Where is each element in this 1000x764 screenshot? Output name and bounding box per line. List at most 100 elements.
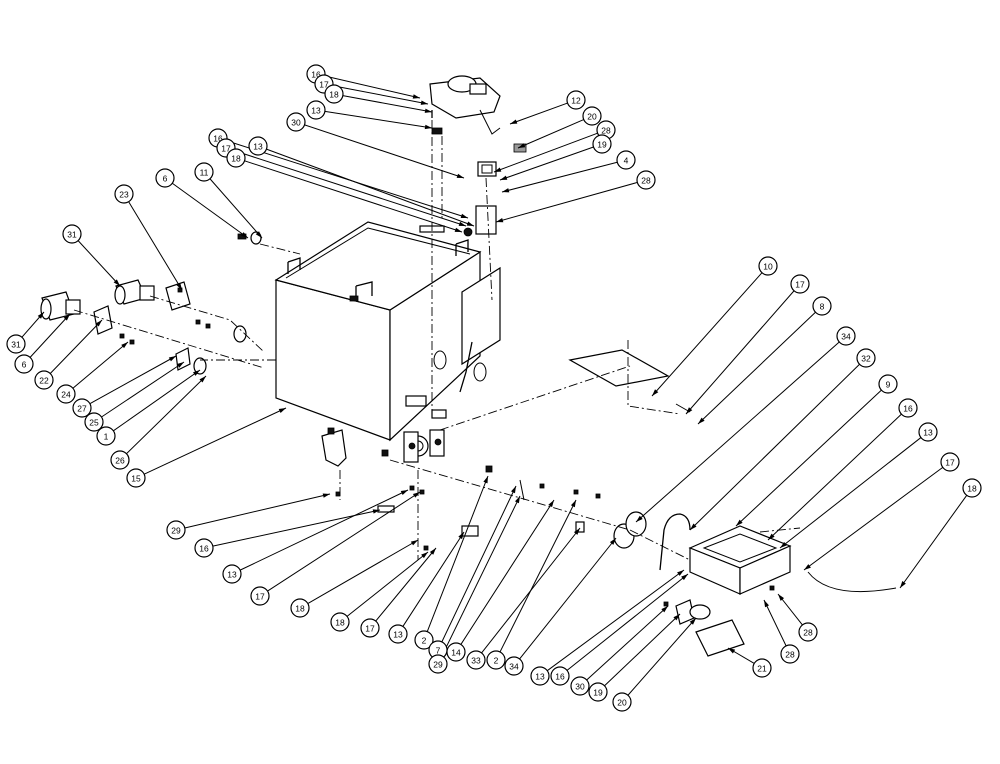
- arrowhead: [494, 167, 502, 172]
- leader-line: [635, 341, 840, 523]
- callout-label: 34: [841, 332, 851, 342]
- callout-label: 2: [422, 636, 427, 646]
- arrowhead: [466, 221, 474, 226]
- callout-label: 25: [89, 418, 99, 428]
- leader-line: [763, 599, 787, 647]
- fuel-tank: [274, 221, 501, 467]
- callout-bubble: 25: [84, 412, 104, 432]
- arrowhead: [121, 342, 128, 349]
- arrowhead: [420, 100, 428, 105]
- leader-line: [101, 361, 185, 418]
- leader-line: [493, 132, 598, 173]
- callout-circle: [96, 426, 116, 446]
- arrowhead: [689, 618, 696, 625]
- arrowhead: [764, 600, 770, 608]
- callout-bubble: 17: [360, 618, 380, 638]
- callout-circle: [34, 370, 54, 390]
- callout-circle: [582, 106, 602, 126]
- callout-circle: [798, 622, 818, 642]
- leader-line: [689, 363, 860, 531]
- callout-bubble: 34: [836, 326, 856, 346]
- callout-label: 28: [803, 628, 813, 638]
- leader-line: [509, 102, 568, 125]
- callout-bubble: 18: [324, 84, 344, 104]
- callout-label: 6: [22, 360, 27, 370]
- arrowhead: [681, 574, 688, 581]
- callout-label: 16: [311, 70, 321, 80]
- callout-label: 30: [575, 682, 585, 692]
- leader-line: [184, 493, 331, 529]
- callout-bubble: 18: [226, 148, 246, 168]
- callout-circle: [962, 478, 982, 498]
- callout-label: 28: [601, 126, 611, 136]
- callout-bubble: 34: [504, 656, 524, 676]
- leader-line: [495, 181, 638, 223]
- callout-bubble: 19: [588, 682, 608, 702]
- leader-line: [209, 178, 263, 239]
- arrowhead: [322, 493, 330, 498]
- right-parts: [568, 349, 897, 657]
- callout-bubble: 2: [486, 650, 506, 670]
- leader-line: [239, 489, 409, 571]
- callout-label: 30: [291, 118, 301, 128]
- leader-line: [128, 201, 183, 291]
- leader-line: [267, 491, 421, 592]
- callout-bubble: 16: [898, 398, 918, 418]
- callout-bubble: 18: [330, 612, 350, 632]
- callout-circle: [918, 422, 938, 442]
- callout-label: 17: [945, 458, 955, 468]
- callout-circle: [758, 256, 778, 276]
- callout-bubble: 13: [248, 136, 268, 156]
- callout-label: 28: [641, 176, 651, 186]
- callout-circle: [62, 224, 82, 244]
- callout-label: 18: [231, 154, 241, 164]
- callout-circle: [72, 398, 92, 418]
- leader-line: [307, 539, 419, 604]
- callout-circle: [592, 134, 612, 154]
- callout-label: 23: [119, 190, 129, 200]
- leader-line: [499, 499, 577, 653]
- arrowhead: [37, 312, 44, 319]
- callout-circle: [566, 90, 586, 110]
- arrowhead: [686, 407, 693, 414]
- arrowhead: [255, 231, 262, 238]
- callout-bubble: 32: [856, 348, 876, 368]
- callout-circle: [56, 384, 76, 404]
- callout-circle: [250, 586, 270, 606]
- callout-circle: [226, 148, 246, 168]
- drive-assembly: [403, 395, 447, 463]
- callout-bubble: 17: [250, 586, 270, 606]
- arrowhead: [421, 552, 428, 559]
- callout-circle: [306, 100, 326, 120]
- arrowhead: [768, 533, 775, 540]
- callout-bubble: 18: [962, 478, 982, 498]
- leader-line: [324, 110, 433, 129]
- callout-label: 28: [785, 650, 795, 660]
- callout-circle: [836, 326, 856, 346]
- arrowhead: [63, 314, 70, 321]
- callout-label: 13: [535, 672, 545, 682]
- callout-label: 21: [757, 664, 767, 674]
- callout-circle: [84, 412, 104, 432]
- leader-line: [346, 551, 429, 617]
- callout-circle: [940, 452, 960, 472]
- callout-label: 26: [115, 456, 125, 466]
- leader-line: [441, 485, 517, 643]
- callout-bubble: 17: [790, 274, 810, 294]
- arrowhead: [778, 594, 785, 601]
- arrowhead: [900, 581, 906, 588]
- callout-circle: [6, 334, 26, 354]
- left-shaft-parts: [40, 231, 262, 375]
- callout-label: 17: [255, 592, 265, 602]
- callout-label: 17: [365, 624, 375, 634]
- callout-bubble: 26: [110, 450, 130, 470]
- arrowhead: [410, 540, 418, 546]
- arrowhead: [400, 490, 408, 496]
- callout-circle: [194, 162, 214, 182]
- callout-label: 20: [617, 698, 627, 708]
- arrowhead: [458, 221, 466, 226]
- callout-circle: [330, 612, 350, 632]
- arrowhead: [193, 370, 200, 376]
- callout-label: 16: [213, 134, 223, 144]
